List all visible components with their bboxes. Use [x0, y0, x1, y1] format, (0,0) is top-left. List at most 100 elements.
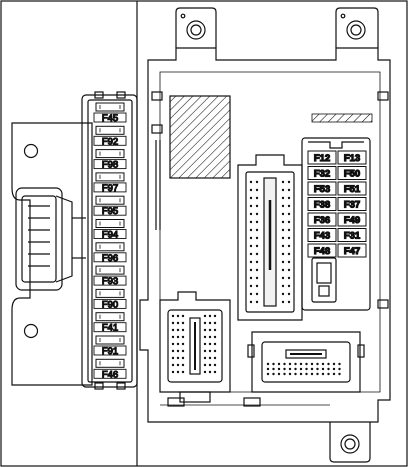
- fuse-label: F36: [314, 215, 330, 226]
- fuse-f45: F45: [93, 102, 127, 125]
- connector-pin: [281, 244, 285, 248]
- connector-pin: [208, 356, 212, 360]
- connector-pin: [176, 328, 180, 332]
- connector-pin: [287, 244, 291, 248]
- connector-pin: [310, 372, 314, 376]
- connector-pin: [181, 314, 185, 318]
- housing-clip: [377, 299, 389, 309]
- relay-socket: [311, 257, 337, 303]
- mounting-bracket: [11, 122, 93, 386]
- connector-pin: [255, 244, 259, 248]
- fuse-label: F32: [314, 169, 330, 180]
- connector-pin: [281, 300, 285, 304]
- connector-pin: [176, 349, 180, 353]
- connector-pin: [208, 328, 212, 332]
- fuse-f46: F46: [93, 358, 127, 381]
- connector-pin: [176, 314, 180, 318]
- mount-lug-bottom: [329, 422, 371, 463]
- connector-pin: [176, 363, 180, 367]
- right-fuse-block: [301, 137, 371, 311]
- central-connector-pins: [249, 180, 291, 304]
- fuse-f91: F91: [93, 335, 127, 358]
- connector-pin: [203, 335, 207, 339]
- connector-pin: [249, 276, 253, 280]
- connector-pin: [266, 367, 270, 371]
- connector-pin: [255, 236, 259, 240]
- fuse-label: F13: [344, 153, 360, 164]
- connector-pin: [281, 252, 285, 256]
- connector-pin: [281, 204, 285, 208]
- fuse-label: F51: [344, 184, 361, 195]
- connector-pin: [255, 276, 259, 280]
- connector-pin: [305, 362, 308, 366]
- connector-pin: [249, 236, 253, 240]
- connector-pin: [203, 370, 207, 374]
- fuse-label: F94: [102, 230, 118, 241]
- connector-pin: [255, 180, 259, 184]
- central-connector: [237, 154, 303, 321]
- connector-pin: [255, 220, 259, 224]
- connector-pin: [287, 300, 291, 304]
- mount-lug-top-right: [335, 7, 379, 48]
- connector-pin: [281, 292, 285, 296]
- connector-pin: [213, 335, 217, 339]
- connector-pin: [255, 188, 259, 192]
- connector-pin: [310, 367, 314, 371]
- fuse-f38: F38: [307, 197, 337, 211]
- fuse-f41: F41: [93, 312, 127, 334]
- connector-pin: [255, 260, 259, 264]
- fuse-f47: F47: [337, 243, 367, 258]
- connector-pin: [288, 372, 292, 376]
- connector-pin: [316, 367, 319, 371]
- connector-pin: [249, 196, 253, 200]
- connector-pin: [316, 362, 319, 366]
- connector-pin: [277, 367, 281, 371]
- connector-pin: [171, 349, 175, 353]
- connector-pin: [287, 292, 291, 296]
- connector-pin: [321, 367, 325, 371]
- connector-pin: [255, 284, 259, 288]
- connector-pin: [255, 204, 259, 208]
- connector-pin: [249, 228, 253, 232]
- connector-pin: [283, 362, 286, 366]
- fuse-f12: F12: [307, 150, 337, 165]
- fuse-label: F47: [344, 246, 360, 257]
- fuse-label: F97: [102, 183, 118, 194]
- connector-pin: [255, 292, 259, 296]
- connector-pin: [294, 367, 297, 371]
- connector-pin: [249, 252, 253, 256]
- connector-pin: [171, 356, 175, 360]
- fuse-f97: F97: [93, 172, 127, 194]
- connector-pin: [181, 356, 185, 360]
- connector-pin: [176, 335, 180, 339]
- fuse-f36: F36: [307, 212, 337, 227]
- connector-pin: [332, 372, 336, 376]
- connector-pin: [338, 372, 341, 376]
- fuse-label: F48: [314, 246, 330, 257]
- connector-pin: [305, 367, 308, 371]
- connector-pin: [281, 180, 285, 184]
- connector-pin: [171, 370, 175, 374]
- connector-pin: [287, 180, 291, 184]
- connector-pin: [281, 284, 285, 288]
- connector-pin: [281, 260, 285, 264]
- connector-pin: [281, 276, 285, 280]
- connector-pin: [287, 204, 291, 208]
- connector-pin: [208, 321, 212, 325]
- fuse-label: F41: [102, 323, 118, 334]
- diagnostic-connector: [15, 187, 86, 291]
- connector-pin: [287, 260, 291, 264]
- connector-pin: [287, 276, 291, 280]
- connector-pin: [203, 342, 207, 346]
- fuse-f32: F32: [307, 166, 337, 180]
- connector-pin: [272, 362, 275, 366]
- fuse-f13: F13: [337, 150, 367, 165]
- connector-pin: [255, 300, 259, 304]
- connector-pin: [266, 372, 270, 376]
- lower-right-connector-pins: [266, 362, 341, 376]
- connector-pin: [171, 342, 175, 346]
- connector-pin: [176, 342, 180, 346]
